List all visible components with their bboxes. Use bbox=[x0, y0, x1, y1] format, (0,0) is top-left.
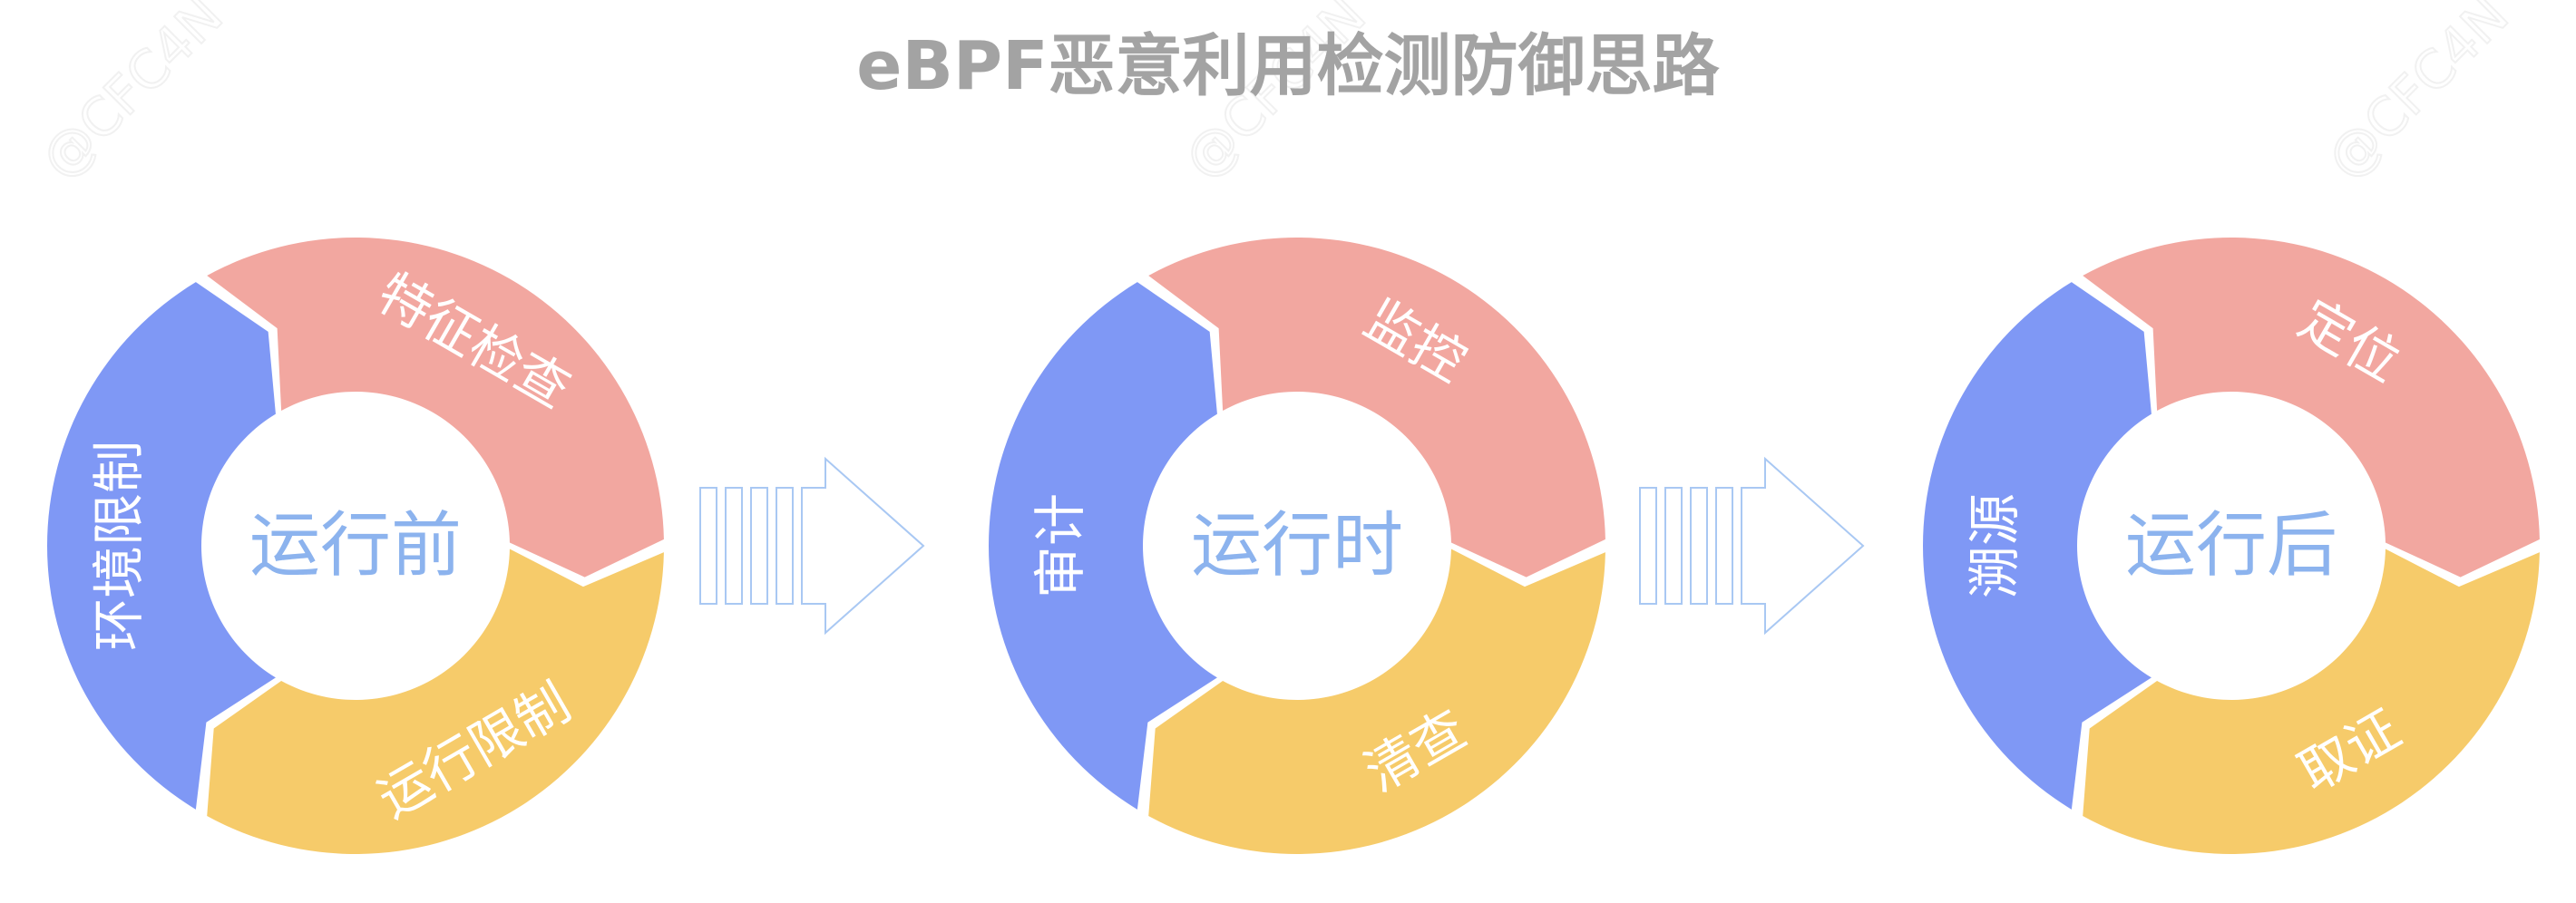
transition-arrow-1-head bbox=[801, 456, 925, 636]
cycle-2: 监控清查审计运行时 bbox=[989, 237, 1605, 855]
transition-arrow-2-bar bbox=[1715, 487, 1733, 605]
cycle-3-label-blue: 溯源 bbox=[1964, 493, 2025, 598]
cycle-2-segment-yellow bbox=[1148, 549, 1605, 855]
transition-arrow-1-bar bbox=[750, 487, 768, 605]
cycle-2-segment-blue bbox=[989, 282, 1217, 810]
transition-arrow-2 bbox=[1639, 456, 1865, 636]
cycle-1-segment-yellow bbox=[207, 549, 664, 854]
cycle-1-segment-blue bbox=[46, 282, 276, 810]
diagram-title: eBPF恶意利用检测防御思路 bbox=[856, 27, 1720, 105]
cycle-1-label-blue: 环境限制 bbox=[88, 441, 150, 651]
cycle-3-segment-yellow bbox=[2083, 549, 2540, 854]
cycle-3: 定位取证溯源运行后 bbox=[1923, 238, 2540, 854]
transition-arrows bbox=[699, 456, 1865, 636]
transition-arrow-1-bar bbox=[699, 487, 717, 605]
transition-arrow-2-bar bbox=[1639, 487, 1657, 605]
transition-arrow-1 bbox=[699, 456, 925, 636]
cycle-2-center-label: 运行时 bbox=[1191, 505, 1403, 587]
transition-arrow-2-bar bbox=[1690, 487, 1708, 605]
cycle-2-label-blue: 审计 bbox=[1029, 493, 1091, 598]
transition-arrow-1-bar bbox=[776, 487, 794, 605]
cycle-1-segment-pink bbox=[207, 238, 664, 578]
cycle-3-segment-blue bbox=[1923, 282, 2152, 810]
cycles-row: 特征检查运行限制环境限制运行前监控清查审计运行时定位取证溯源运行后 bbox=[46, 237, 2540, 855]
transition-arrow-1-bar bbox=[725, 487, 743, 605]
transition-arrow-2-head bbox=[1741, 456, 1865, 636]
cycle-1-center-label: 运行前 bbox=[249, 505, 462, 587]
cycle-1: 特征检查运行限制环境限制运行前 bbox=[46, 238, 664, 854]
cycle-3-center-label: 运行后 bbox=[2125, 505, 2337, 587]
cycle-2-segment-pink bbox=[1148, 237, 1605, 578]
watermark-1: @CFC4N bbox=[29, 0, 235, 190]
cycle-3-segment-pink bbox=[2083, 238, 2540, 578]
watermark-3: @CFC4N bbox=[2315, 0, 2521, 190]
transition-arrow-2-bar bbox=[1664, 487, 1683, 605]
